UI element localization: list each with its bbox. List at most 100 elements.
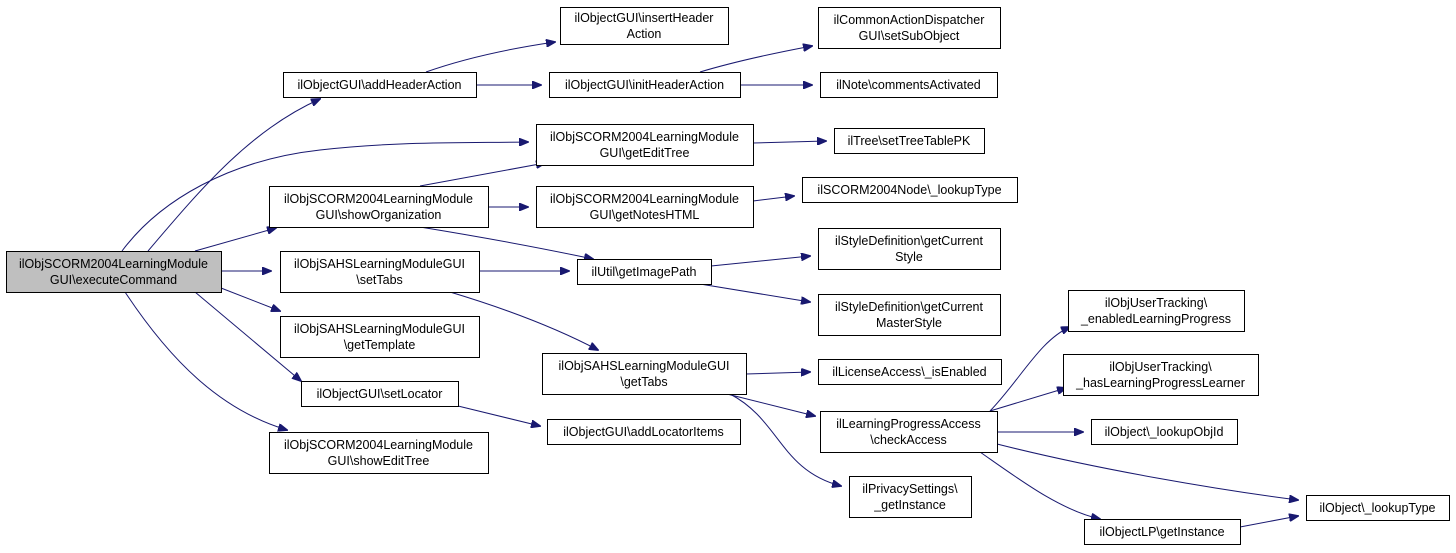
node-label-line: ilSCORM2004Node\_lookupType [817,183,1001,197]
node-label-line: GUI\showEditTree [328,454,430,468]
edge-root-to-showOrganization [194,228,276,252]
node-box [1068,290,1245,332]
node-setTreeTablePK[interactable]: ilTree\setTreeTablePK [834,128,985,154]
node-box [802,177,1018,203]
edges [121,42,1298,528]
edge-root-to-addHeaderAction [147,99,320,252]
node-showEditTree[interactable]: ilObjSCORM2004LearningModuleGUI\showEdit… [269,432,489,474]
node-getEditTree[interactable]: ilObjSCORM2004LearningModuleGUI\getEditT… [536,124,754,166]
edge-checkAccess-to-hasLearningProgressLearner [989,388,1066,412]
node-label-line: ilNote\commentsActivated [836,78,981,92]
node-box [542,353,747,395]
node-setLocator[interactable]: ilObjectGUI\setLocator [301,381,459,407]
edge-checkAccess-to-enabledLearningProgress [989,327,1070,412]
node-licenseIsEnabled[interactable]: ilLicenseAccess\_isEnabled [818,359,1002,385]
edge-getTabs-to-licenseIsEnabled [745,372,810,374]
node-box [547,419,741,445]
node-box [301,381,459,407]
edge-getImagePath-to-getCurrentStyle [710,256,810,267]
node-box [280,316,480,358]
edge-objectLPGetInstance-to-objectLookupType [1239,516,1298,528]
node-label-line: Style [895,250,923,264]
nodes: ilObjSCORM2004LearningModuleGUI\executeC… [6,7,1450,545]
node-privacyGetInstance[interactable]: ilPrivacySettings\_getInstance [849,476,972,518]
node-label-line: ilUtil\getImagePath [592,265,697,279]
edge-getEditTree-to-setTreeTablePK [752,141,826,143]
node-label-line: \getTemplate [344,338,416,352]
node-box [818,294,1001,336]
node-scormLookupType[interactable]: ilSCORM2004Node\_lookupType [802,177,1018,203]
node-label-line: GUI\setSubObject [859,29,960,43]
node-showOrganization[interactable]: ilObjSCORM2004LearningModuleGUI\showOrga… [269,186,489,228]
edge-root-to-showEditTree [124,291,287,430]
node-label-line: \getTabs [620,375,667,389]
edge-getTabs-to-checkAccess [726,393,815,416]
node-box [536,124,754,166]
node-addLocatorItems[interactable]: ilObjectGUI\addLocatorItems [547,419,741,445]
node-objectLookupType[interactable]: ilObject\_lookupType [1306,495,1450,521]
edge-getNotesHTML-to-scormLookupType [752,196,794,202]
node-label-line: ilObjectGUI\initHeaderAction [565,78,724,92]
node-enabledLearningProgress[interactable]: ilObjUserTracking\_enabledLearningProgre… [1068,290,1245,332]
node-label-line: ilLicenseAccess\_isEnabled [832,365,986,379]
edge-addHeaderAction-to-insertHeaderAction [425,42,555,73]
node-label-line: ilStyleDefinition\getCurrent [835,300,984,314]
edge-root-to-setLocator [194,291,301,381]
node-label-line: _enabledLearningProgress [1080,312,1231,326]
node-getTemplate[interactable]: ilObjSAHSLearningModuleGUI\getTemplate [280,316,480,358]
node-label-line: ilObjUserTracking\ [1109,360,1212,374]
node-box [577,259,712,285]
node-label-line: ilObject\_lookupType [1319,501,1435,515]
node-label-line: ilObject\_lookupObjId [1105,425,1224,439]
edge-getImagePath-to-getCurrentMasterStyle [699,283,810,302]
edge-showOrganization-to-getImagePath [419,226,593,259]
node-commentsActivated[interactable]: ilNote\commentsActivated [820,72,998,98]
node-label-line: ilObjectLP\getInstance [1099,525,1224,539]
node-box [1063,354,1259,396]
node-hasLearningProgressLearner[interactable]: ilObjUserTracking\ _hasLearningProgressLe… [1063,354,1259,396]
node-addHeaderAction[interactable]: ilObjectGUI\addHeaderAction [283,72,477,98]
node-label-line: ilObjSCORM2004LearningModule [550,130,739,144]
node-getTabs[interactable]: ilObjSAHSLearningModuleGUI \getTabs [542,353,747,395]
node-label-line: ilObjSCORM2004LearningModule [284,192,473,206]
node-label-line: MasterStyle [876,316,942,330]
node-box [818,228,1001,270]
node-label-line: \checkAccess [870,433,946,447]
node-box [280,251,480,293]
node-box [549,72,741,98]
node-label-line: GUI\showOrganization [316,208,442,222]
node-label-line: Action [627,27,662,41]
node-label-line: ilObjSCORM2004LearningModule [19,257,208,271]
node-checkAccess[interactable]: ilLearningProgressAccess\checkAccess [820,411,998,453]
node-box [1091,419,1238,445]
edge-setLocator-to-addLocatorItems [457,405,540,426]
node-label-line: ilObjectGUI\setLocator [317,387,443,401]
node-label-line: _hasLearningProgressLearner [1075,376,1245,390]
node-objectLPGetInstance[interactable]: ilObjectLP\getInstance [1084,519,1241,545]
node-getNotesHTML[interactable]: ilObjSCORM2004LearningModuleGUI\getNotes… [536,186,754,228]
node-label-line: _getInstance [873,498,946,512]
node-root[interactable]: ilObjSCORM2004LearningModuleGUI\executeC… [6,251,222,293]
node-label-line: ilObjSAHSLearningModuleGUI [559,359,730,373]
node-lookupObjId[interactable]: ilObject\_lookupObjId [1091,419,1238,445]
node-setTabs[interactable]: ilObjSAHSLearningModuleGUI\setTabs [280,251,480,293]
node-getImagePath[interactable]: ilUtil\getImagePath [577,259,712,285]
edge-getTabs-to-privacyGetInstance [729,393,841,486]
edge-root-to-getTemplate [220,287,280,311]
edge-showOrganization-to-getEditTree [419,163,545,187]
node-label-line: GUI\executeCommand [50,273,177,287]
node-label-line: ilObjSCORM2004LearningModule [284,438,473,452]
node-initHeaderAction[interactable]: ilObjectGUI\initHeaderAction [549,72,741,98]
edge-setTabs-to-getTabs [449,291,598,350]
edge-initHeaderAction-to-setSubObject [699,46,812,73]
node-box [818,359,1002,385]
node-box [820,411,998,453]
node-box [283,72,477,98]
node-box [1306,495,1450,521]
node-box [269,432,489,474]
node-box [6,251,222,293]
